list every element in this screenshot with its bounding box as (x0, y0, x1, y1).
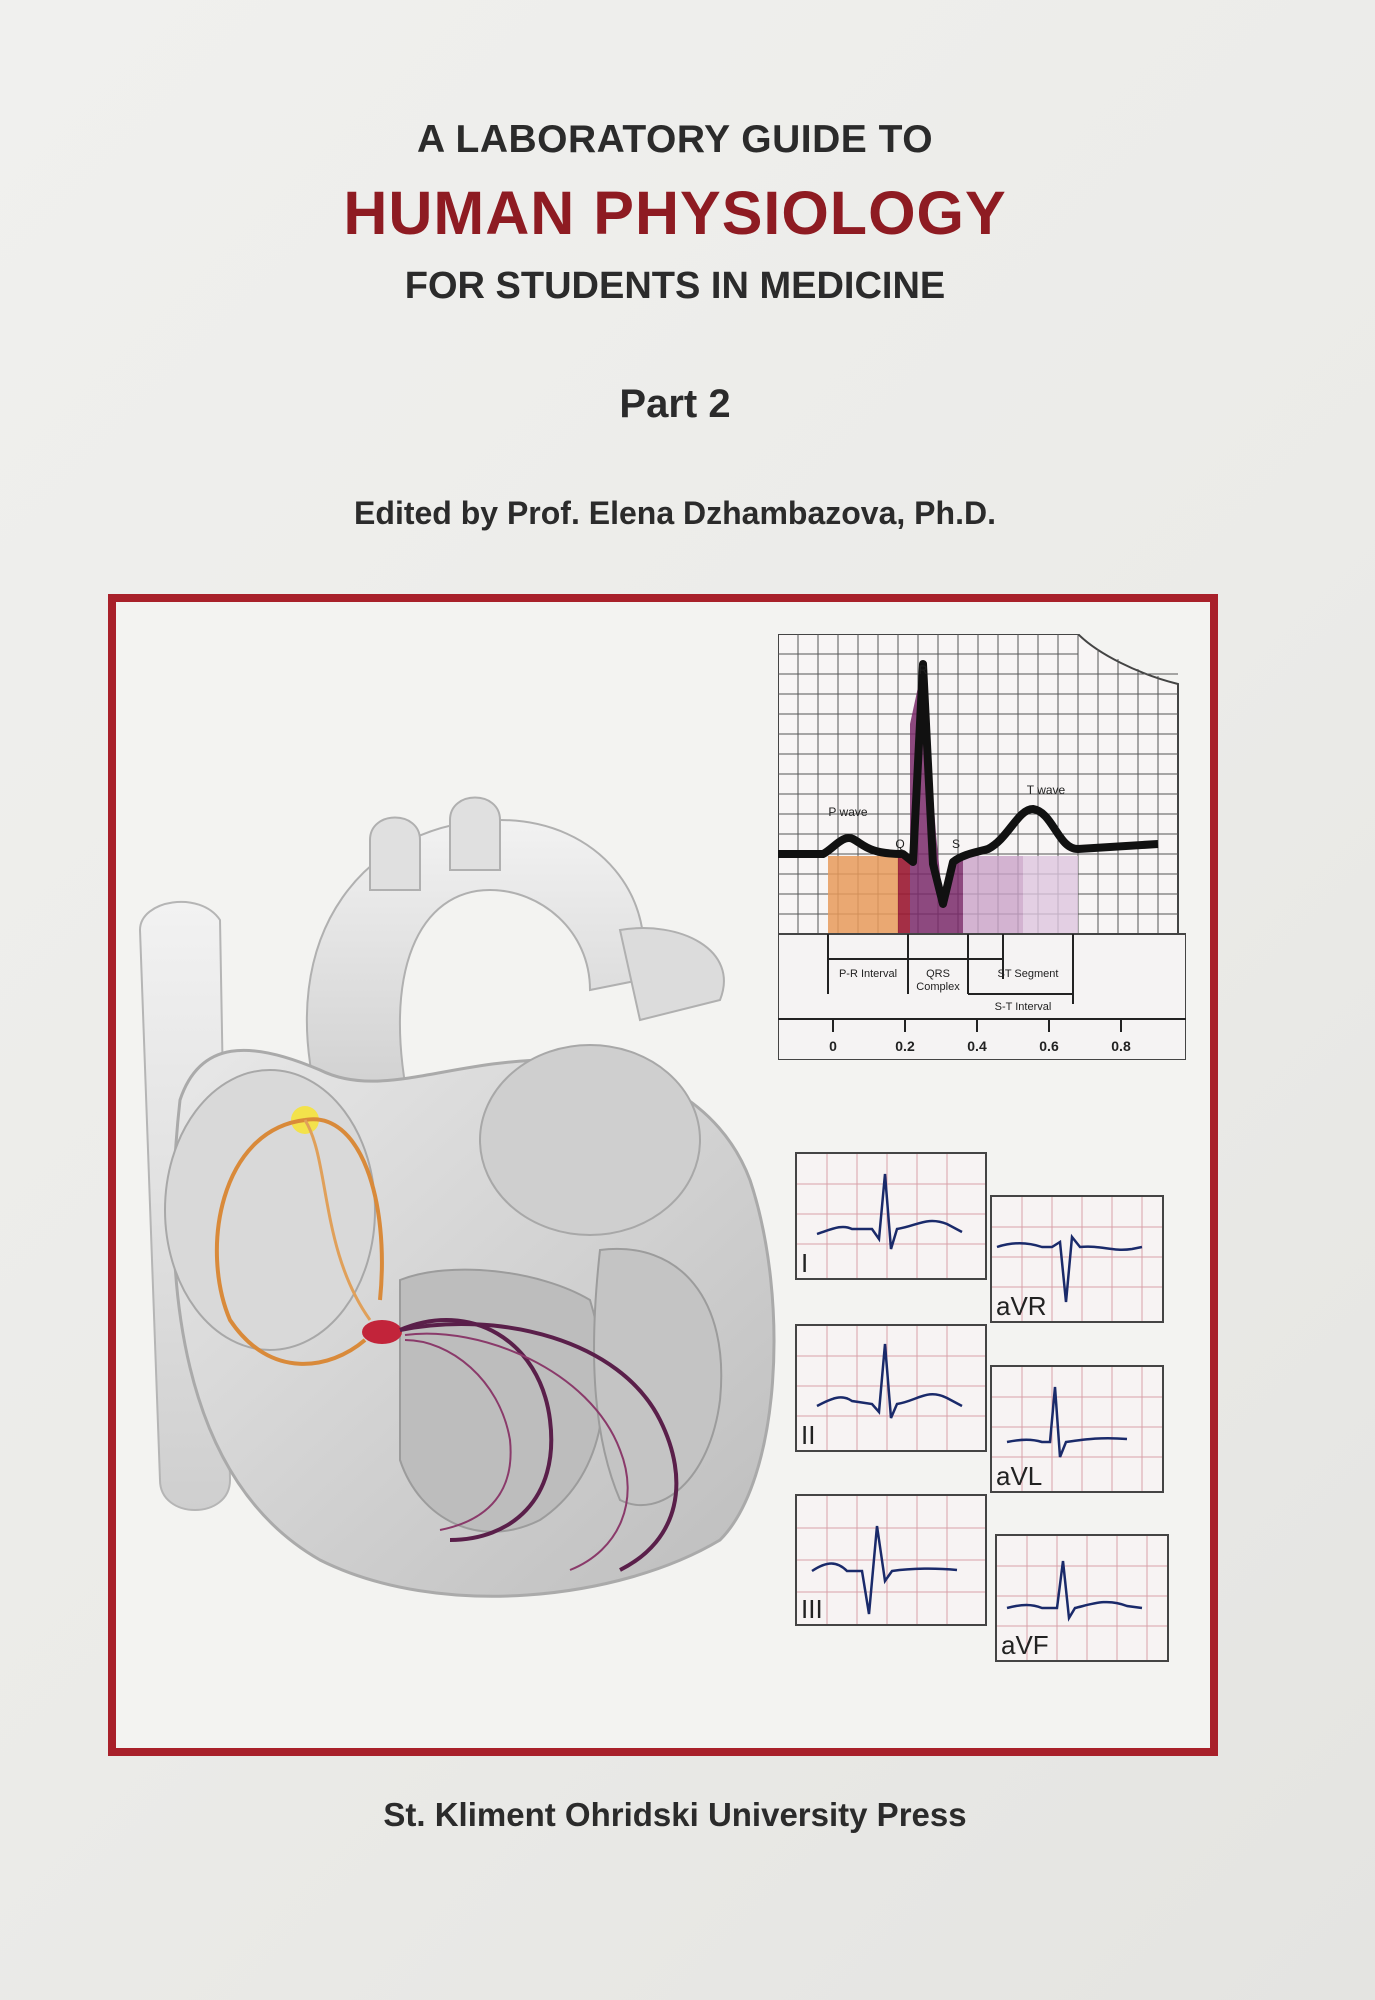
lead-trace-avr (992, 1197, 1162, 1321)
ecg-tick-0-2: 0.2 (895, 1038, 915, 1054)
lead-strip-avr: aVR (990, 1195, 1164, 1323)
lead-label-avr: aVR (996, 1291, 1047, 1321)
lead-strip-ii: II (795, 1324, 987, 1452)
lead-trace-iii (797, 1496, 985, 1624)
editor-line: Edited by Prof. Elena Dzhambazova, Ph.D. (354, 495, 996, 531)
ecg-label-complex: Complex (916, 981, 960, 993)
publisher: St. Kliment Ohridski University Press (383, 1796, 967, 1833)
lead-strip-avl: aVL (990, 1365, 1164, 1493)
ecg-label-q: Q (895, 837, 904, 851)
lead-trace-avl (992, 1367, 1162, 1491)
title-line-3: FOR STUDENTS IN MEDICINE (404, 265, 946, 307)
heart-illustration (138, 796, 776, 1598)
lead-trace-avf (997, 1536, 1167, 1660)
lead-strip-iii: III (795, 1494, 987, 1626)
lead-trace-ii (797, 1326, 985, 1450)
ecg-label-t-wave: T wave (1027, 783, 1066, 797)
ecg-tick-0-8: 0.8 (1111, 1038, 1131, 1054)
part-number: Part 2 (619, 382, 731, 426)
lead-label-ii: II (801, 1420, 816, 1450)
lead-strip-i: I (795, 1152, 987, 1280)
lead-label-avl: aVL (996, 1461, 1043, 1491)
ecg-label-p-wave: P wave (828, 805, 867, 819)
ecg-diagram: R P wave T wave Q S P-R Interval QRS Com… (778, 634, 1186, 1060)
lead-label-iii: III (801, 1594, 823, 1624)
ecg-label-s: S (952, 837, 960, 851)
ecg-label-r: R (919, 663, 928, 677)
lead-label-i: I (801, 1248, 809, 1278)
ecg-tick-0: 0 (829, 1038, 837, 1054)
lead-strip-avf: aVF (995, 1534, 1169, 1662)
ecg-label-pr-interval: P-R Interval (839, 968, 897, 980)
ecg-tick-0-4: 0.4 (967, 1038, 987, 1054)
ecg-label-st-segment: ST Segment (998, 968, 1059, 980)
ecg-label-st-interval: S-T Interval (995, 1001, 1052, 1013)
lead-label-avf: aVF (1001, 1630, 1049, 1660)
lead-trace-i (797, 1154, 985, 1278)
main-title: HUMAN PHYSIOLOGY (343, 179, 1007, 247)
ecg-tick-0-6: 0.6 (1039, 1038, 1059, 1054)
title-line-1: A LABORATORY GUIDE TO (416, 118, 934, 161)
ecg-label-qrs: QRS (926, 968, 950, 980)
